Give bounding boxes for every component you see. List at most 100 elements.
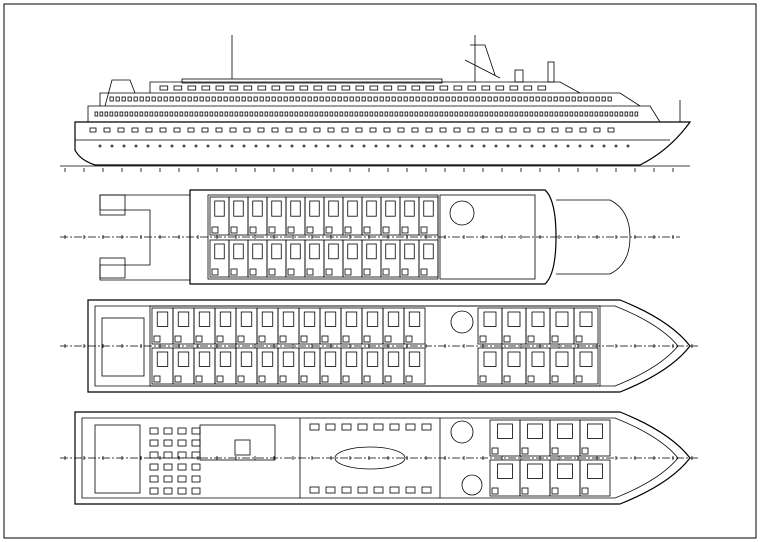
bathroom bbox=[551, 335, 559, 343]
porthole bbox=[278, 144, 282, 148]
bed bbox=[366, 311, 379, 327]
bathroom bbox=[384, 335, 392, 343]
window bbox=[574, 111, 579, 117]
bed bbox=[177, 351, 190, 367]
bathroom bbox=[363, 268, 371, 276]
window bbox=[391, 96, 396, 102]
window bbox=[159, 127, 167, 133]
window bbox=[181, 96, 186, 102]
window bbox=[404, 111, 409, 117]
bed bbox=[527, 423, 543, 439]
bathroom bbox=[216, 335, 224, 343]
porthole bbox=[134, 144, 138, 148]
table bbox=[309, 423, 320, 431]
table bbox=[325, 486, 336, 494]
window bbox=[459, 111, 464, 117]
window bbox=[324, 111, 329, 117]
table bbox=[149, 439, 159, 447]
window bbox=[467, 85, 477, 91]
window bbox=[594, 111, 599, 117]
window bbox=[544, 111, 549, 117]
porthole bbox=[506, 144, 510, 148]
window bbox=[505, 96, 510, 102]
window bbox=[499, 111, 504, 117]
porthole bbox=[290, 144, 294, 148]
window bbox=[265, 96, 270, 102]
bed bbox=[282, 351, 295, 367]
bed bbox=[555, 351, 569, 367]
window bbox=[537, 127, 545, 133]
bathroom bbox=[344, 268, 352, 276]
bed bbox=[303, 351, 316, 367]
window bbox=[334, 111, 339, 117]
window bbox=[564, 111, 569, 117]
bathroom bbox=[401, 226, 409, 234]
bathroom bbox=[249, 268, 257, 276]
table bbox=[309, 486, 320, 494]
bed bbox=[252, 243, 263, 260]
window bbox=[509, 111, 514, 117]
bathroom bbox=[420, 226, 428, 234]
window bbox=[634, 111, 639, 117]
window bbox=[199, 111, 204, 117]
porthole bbox=[122, 144, 126, 148]
window bbox=[114, 111, 119, 117]
porthole bbox=[422, 144, 426, 148]
table bbox=[149, 427, 159, 435]
bathroom bbox=[344, 226, 352, 234]
cabin bbox=[277, 347, 300, 385]
porthole bbox=[470, 144, 474, 148]
window bbox=[205, 96, 210, 102]
window bbox=[285, 85, 295, 91]
window bbox=[109, 96, 114, 102]
window bbox=[509, 127, 517, 133]
bed bbox=[345, 351, 358, 367]
cabin bbox=[277, 307, 300, 345]
cabin bbox=[340, 347, 363, 385]
porthole bbox=[434, 144, 438, 148]
deck-2-superstructure bbox=[99, 92, 641, 107]
window bbox=[439, 127, 447, 133]
cabin bbox=[403, 347, 426, 385]
window bbox=[487, 96, 492, 102]
window bbox=[584, 111, 589, 117]
window bbox=[425, 127, 433, 133]
window bbox=[254, 111, 259, 117]
window bbox=[523, 127, 531, 133]
window bbox=[194, 111, 199, 117]
window bbox=[629, 111, 634, 117]
bed bbox=[156, 351, 169, 367]
window bbox=[475, 96, 480, 102]
porthole bbox=[182, 144, 186, 148]
bed bbox=[271, 200, 282, 217]
window bbox=[484, 111, 489, 117]
cabin bbox=[382, 347, 405, 385]
window bbox=[535, 96, 540, 102]
window bbox=[223, 96, 228, 102]
window bbox=[481, 96, 486, 102]
window bbox=[201, 127, 209, 133]
window bbox=[199, 96, 204, 102]
table bbox=[341, 423, 352, 431]
window bbox=[299, 127, 307, 133]
window bbox=[577, 96, 582, 102]
window bbox=[339, 111, 344, 117]
table bbox=[191, 427, 201, 435]
cabin bbox=[549, 419, 581, 457]
bed bbox=[261, 351, 274, 367]
window bbox=[243, 127, 251, 133]
window bbox=[145, 96, 150, 102]
window bbox=[453, 85, 463, 91]
bed bbox=[408, 351, 421, 367]
window bbox=[115, 96, 120, 102]
bathroom bbox=[479, 335, 487, 343]
bed bbox=[156, 311, 169, 327]
window bbox=[559, 96, 564, 102]
frame-ticks bbox=[64, 344, 693, 348]
bed bbox=[531, 311, 545, 327]
spiral-stair bbox=[450, 420, 474, 444]
window bbox=[103, 127, 111, 133]
window bbox=[277, 96, 282, 102]
bathroom bbox=[287, 268, 295, 276]
window bbox=[217, 96, 222, 102]
